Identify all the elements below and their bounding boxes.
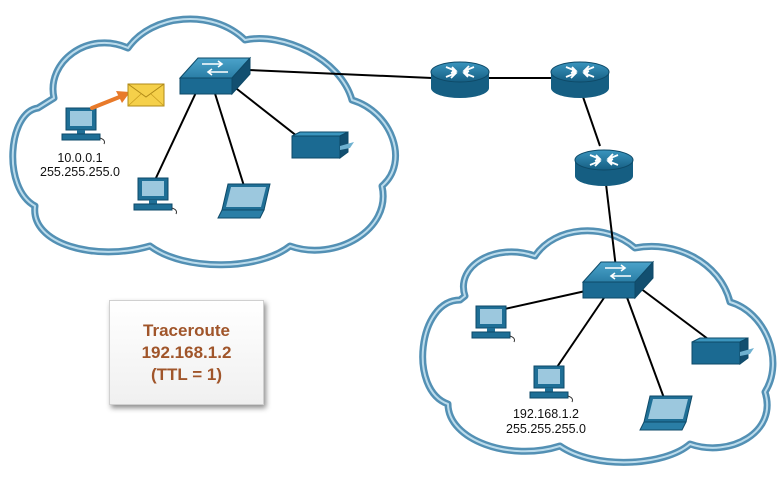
printer-icon[interactable]	[691, 337, 754, 365]
info-title: Traceroute	[143, 320, 230, 340]
packet-arrow-icon	[90, 91, 130, 110]
left-cloud-icon	[9, 15, 400, 269]
router-icon[interactable]	[430, 61, 490, 98]
link-switch1-pc2	[154, 83, 201, 181]
router-icon[interactable]	[574, 149, 634, 186]
link-switch2-pc3	[499, 289, 591, 311]
source-mask-label: 255.255.255.0	[40, 165, 120, 179]
switch-icon[interactable]	[581, 260, 655, 300]
link-router2-router3	[581, 93, 601, 147]
link-switch1-laptop1	[211, 83, 245, 187]
router-icon[interactable]	[550, 61, 610, 98]
destination-ip-label: 192.168.1.2	[513, 407, 579, 421]
pc-icon[interactable]	[133, 177, 177, 215]
info-target: 192.168.1.2	[141, 342, 232, 362]
envelope-icon	[127, 83, 165, 107]
laptop-icon[interactable]	[217, 183, 271, 219]
network-links	[154, 69, 713, 399]
source-pc-icon[interactable]	[61, 107, 105, 145]
source-ip-label: 10.0.0.1	[57, 151, 102, 165]
link-switch1-printer1	[227, 81, 303, 141]
destination-pc-icon[interactable]	[529, 365, 573, 403]
traceroute-info-box: Traceroute 192.168.1.2 (TTL = 1)	[109, 300, 264, 405]
pc-icon[interactable]	[471, 305, 515, 343]
link-switch2-pc4	[554, 291, 609, 371]
link-switch2-laptop2	[624, 291, 665, 399]
link-switch2-printer2	[639, 287, 713, 343]
printer-icon[interactable]	[291, 131, 354, 159]
info-ttl: (TTL = 1)	[151, 364, 222, 384]
destination-mask-label: 255.255.255.0	[506, 422, 586, 436]
laptop-icon[interactable]	[639, 395, 693, 431]
switch-icon[interactable]	[178, 56, 252, 96]
link-switch1-router1	[247, 69, 433, 79]
link-router3-switch2	[605, 183, 617, 269]
